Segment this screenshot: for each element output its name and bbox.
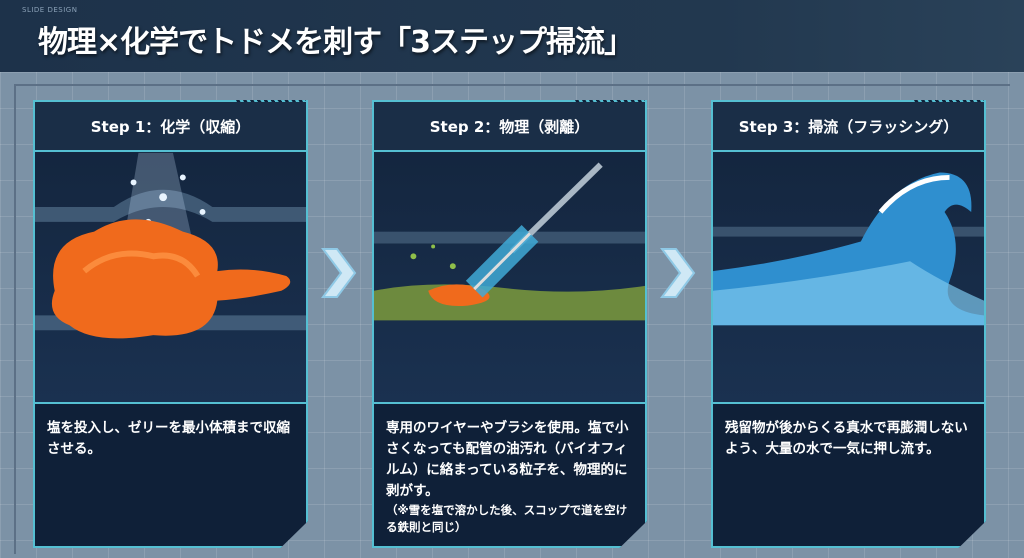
step-description: 残留物が後からくる真水で再膨潤しないよう、大量の水で一気に押し流す。 — [725, 420, 968, 457]
brand-label: SLIDE DESIGN — [22, 6, 78, 14]
salt-on-gel-blob-image — [35, 152, 306, 404]
step-card-2: Step 2：物理（剥離） 専用のワイヤーやブラシを使用。塩で小さくなっても配管… — [372, 100, 647, 548]
header: SLIDE DESIGN 物理×化学でトドメを刺す「3ステップ掃流」 — [0, 0, 1024, 72]
brush-scrubbing-pipe-image — [374, 152, 645, 404]
step-description: 専用のワイヤーやブラシを使用。塩で小さくなっても配管の油汚れ（バイオフィルム）に… — [386, 418, 635, 536]
step-description: 塩を投入し、ゼリーを最小体積まで収縮させる。 — [47, 420, 290, 457]
step-card-3: Step 3：掃流（フラッシング） 残留物が後からくる真水で再膨潤しないよう、大… — [711, 100, 986, 548]
step-title: Step 2：物理（剥離） — [374, 102, 645, 152]
step-title: Step 3：掃流（フラッシング） — [713, 102, 984, 152]
step-note: （※雪を塩で溶かした後、スコップで道を空ける鉄則と同じ） — [386, 503, 628, 534]
step-card-1: Step 1：化学（収縮） 塩を投入し、ゼリーを最小体積まで収縮させる。 — [33, 100, 308, 548]
decorative-frame — [14, 84, 1010, 554]
chevron-right-icon — [660, 248, 696, 298]
chevron-right-icon — [321, 248, 357, 298]
water-wave-flush-image — [713, 152, 984, 404]
page-title: 物理×化学でトドメを刺す「3ステップ掃流」 — [38, 25, 634, 60]
step-title: Step 1：化学（収縮） — [35, 102, 306, 152]
step-body: 専用のワイヤーやブラシを使用。塩で小さくなっても配管の油汚れ（バイオフィルム）に… — [386, 420, 629, 499]
